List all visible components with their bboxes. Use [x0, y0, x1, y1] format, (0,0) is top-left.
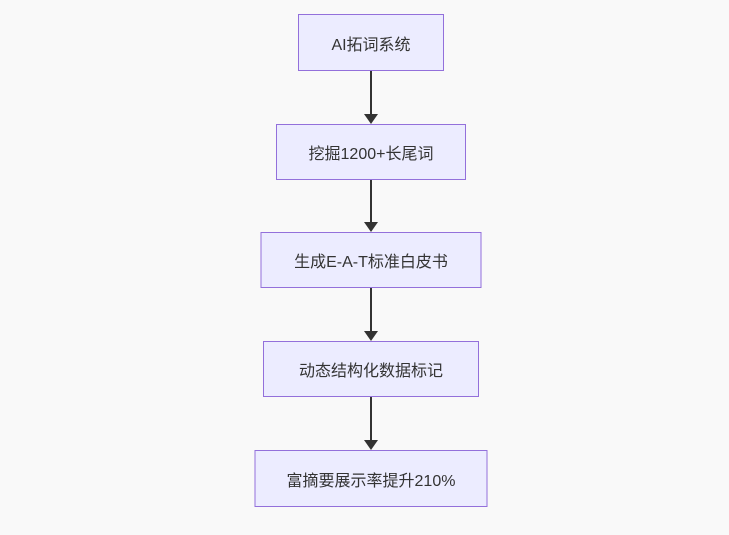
edge-line — [370, 288, 372, 331]
flowchart-node-mine-longtail-keywords: 挖掘1200+长尾词 — [276, 124, 466, 180]
flowchart-node-ai-word-expansion-system: AI拓词系统 — [298, 14, 444, 71]
edge-line — [370, 180, 372, 222]
node-label: 生成E-A-T标准白皮书 — [294, 254, 448, 271]
flowchart-node-rich-snippet-rate-increase: 富摘要展示率提升210% — [254, 450, 488, 507]
arrowhead-down-icon — [364, 222, 378, 232]
node-label: 动态结构化数据标记 — [298, 363, 443, 380]
node-label: AI拓词系统 — [331, 36, 411, 54]
edge-line — [370, 71, 372, 114]
node-label: 挖掘1200+长尾词 — [308, 146, 434, 163]
arrowhead-down-icon — [364, 440, 378, 450]
flowchart-edge-4 — [364, 397, 378, 450]
flowchart-edge-1 — [364, 71, 378, 124]
flowchart-edge-3 — [364, 288, 378, 341]
node-label: 富摘要展示率提升210% — [286, 472, 456, 490]
arrowhead-down-icon — [364, 114, 378, 124]
edge-line — [370, 397, 372, 440]
flowchart-node-generate-eat-whitepaper: 生成E-A-T标准白皮书 — [260, 232, 482, 288]
flowchart-node-dynamic-structured-data-markup: 动态结构化数据标记 — [263, 341, 479, 397]
arrowhead-down-icon — [364, 331, 378, 341]
flowchart-edge-2 — [364, 180, 378, 232]
